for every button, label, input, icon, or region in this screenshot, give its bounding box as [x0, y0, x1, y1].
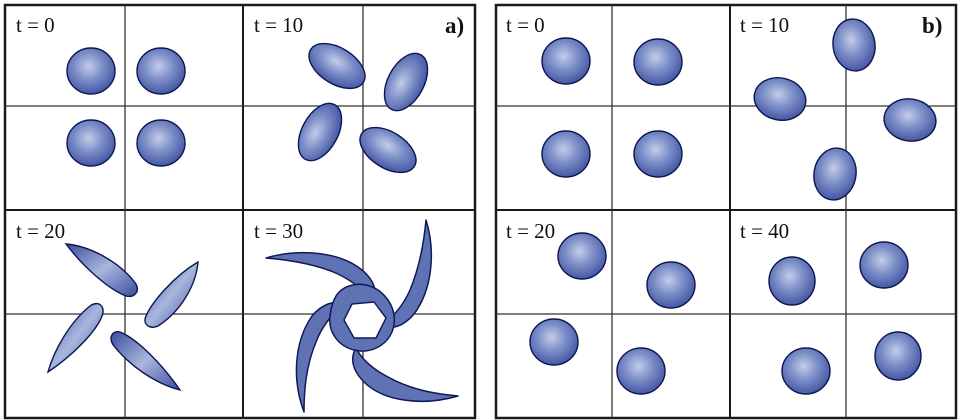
- frame-a-t10: t = 10: [254, 13, 429, 174]
- cell: [66, 119, 116, 167]
- frame-b-t0: t = 0: [506, 13, 683, 178]
- cell: [781, 347, 831, 395]
- cell: [557, 232, 607, 280]
- time-label: t = 0: [506, 13, 545, 37]
- vortex-center: [343, 301, 387, 339]
- frame-b-t40: t = 40: [740, 219, 922, 395]
- panel-a-border: [3, 3, 477, 420]
- elongated-cell: [813, 147, 857, 201]
- time-label: t = 10: [740, 13, 789, 37]
- curved-arm: [144, 260, 199, 328]
- time-label: t = 20: [506, 219, 555, 243]
- curved-arm: [64, 243, 138, 298]
- cell: [541, 37, 591, 85]
- frame-a-t0: t = 0: [16, 13, 186, 167]
- cell: [874, 331, 922, 381]
- cell: [541, 130, 591, 178]
- curved-arm: [110, 331, 182, 392]
- cell: [633, 130, 683, 178]
- frame-a-t20: t = 20: [16, 219, 199, 392]
- frame-a-t30: t = 30: [254, 219, 459, 413]
- panel-b-border: [494, 3, 958, 420]
- curved-arm: [46, 302, 104, 374]
- time-label: t = 10: [254, 13, 303, 37]
- cell: [633, 38, 683, 86]
- cell: [616, 347, 666, 395]
- elongated-cell: [883, 98, 937, 142]
- cell: [66, 47, 116, 95]
- cell: [136, 119, 186, 167]
- elongated-cell: [308, 42, 366, 90]
- cell: [529, 318, 579, 366]
- panel-a: a) t = 0 t = 10 t = 20 t = 30: [3, 3, 477, 420]
- time-label: t = 30: [254, 219, 303, 243]
- cell: [859, 241, 909, 289]
- vortex-arm: [351, 347, 459, 403]
- cell: [768, 256, 816, 306]
- time-label: t = 40: [740, 219, 789, 243]
- elongated-cell: [832, 18, 876, 72]
- frame-b-t20: t = 20: [506, 219, 696, 395]
- panel-label-a: a): [445, 13, 464, 38]
- time-label: t = 20: [16, 219, 65, 243]
- panel-label-b: b): [922, 13, 942, 38]
- cell: [646, 261, 696, 309]
- panel-b: b) t = 0 t = 10 t = 20 t = 40: [494, 3, 958, 420]
- elongated-cell: [359, 126, 417, 174]
- elongated-cell: [297, 102, 343, 162]
- elongated-cell: [383, 52, 429, 112]
- elongated-cell: [753, 77, 807, 121]
- time-label: t = 0: [16, 13, 55, 37]
- frame-b-t10: t = 10: [740, 13, 937, 201]
- cell: [136, 47, 186, 95]
